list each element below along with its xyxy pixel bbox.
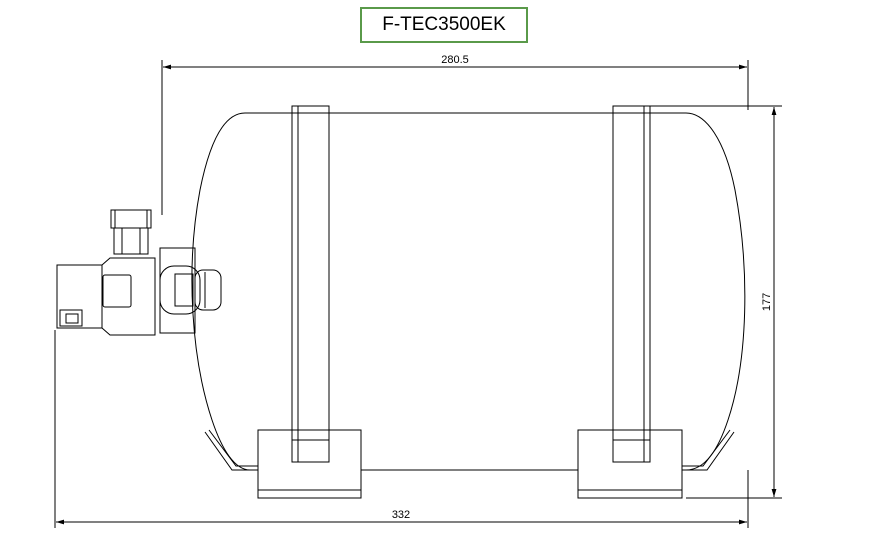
overall-width-dimension xyxy=(54,330,749,528)
valve-assembly xyxy=(56,209,222,336)
height-label: 177 xyxy=(761,293,773,311)
drawing-title: F-TEC3500EK xyxy=(360,7,528,43)
top-width-dimension xyxy=(161,60,749,215)
left-strap xyxy=(257,105,362,499)
height-dimension xyxy=(650,105,782,499)
right-foot-bracket xyxy=(682,429,735,471)
right-strap xyxy=(577,105,683,499)
overall-width-label: 332 xyxy=(392,509,410,521)
top-width-label: 280.5 xyxy=(441,54,469,66)
left-foot-bracket xyxy=(204,429,258,471)
tank-body xyxy=(191,112,746,471)
